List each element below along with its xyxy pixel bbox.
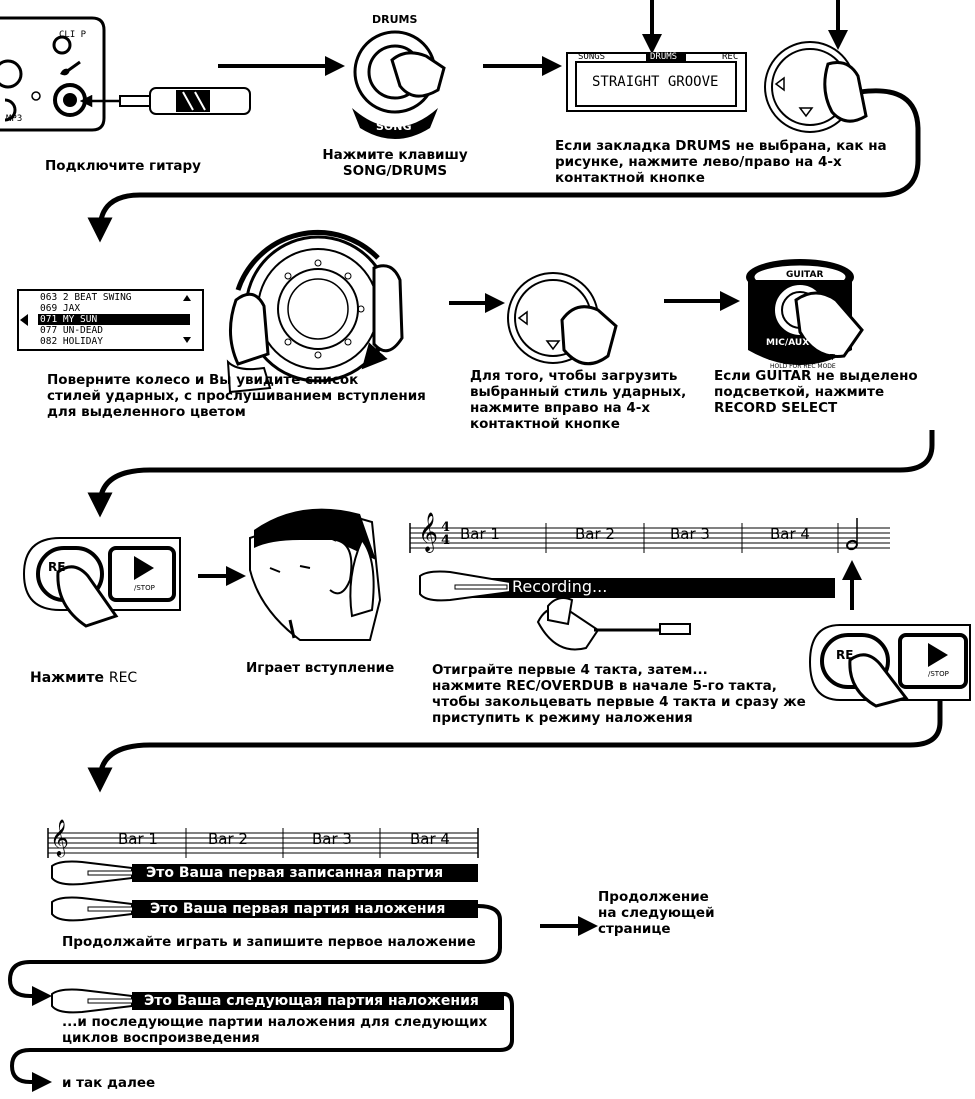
treble-clef-icon: 𝄞 (50, 818, 69, 856)
caption-load-style: Для того, чтобы загрузить выбранный стил… (470, 368, 687, 432)
rec-play-panel (22, 537, 181, 628)
guitar-playing-illustration (536, 597, 691, 651)
curve-arrow-3 (87, 700, 943, 793)
music-staff-row3 (409, 518, 890, 553)
bar-label: Bar 1 (118, 830, 158, 848)
list-item-selected: 071 MY SUN (40, 314, 98, 325)
caption-drums-tab: Если закладка DRUMS не выбрана, как на р… (555, 138, 887, 186)
loop-arrow-2 (9, 992, 514, 1092)
caption-play-4-bars: Отиграйте первые 4 такта, затем... нажми… (432, 662, 806, 726)
lcd-screen (566, 52, 747, 112)
track-first-overdub: Это Ваша первая партия наложения (132, 900, 478, 918)
record-select-button (746, 259, 864, 365)
guitar-icon-1 (51, 860, 134, 886)
lcd-tab-songs: SONGS (578, 52, 606, 62)
caption-and-so-on: и так далее (62, 1075, 156, 1091)
bar-label: Bar 4 (410, 830, 450, 848)
caption-connect-guitar: Подключите гитару (45, 158, 201, 174)
caption-continue-next-page: Продолжение на следующей странице (598, 889, 715, 937)
button-label-mic-aux: MIC/AUX (766, 338, 810, 348)
song-drums-knob (352, 30, 446, 139)
caption-press-rec: Нажмите REC (30, 670, 138, 686)
lcd-style-name: STRAIGHT GROOVE (592, 74, 719, 90)
guitar-icon-3 (51, 988, 134, 1014)
curve-arrow-2 (87, 430, 935, 518)
track-next-overdub: Это Ваша следующая партия наложения (132, 992, 504, 1010)
caption-wheel: Поверните колесо и Вы увидите список сти… (47, 372, 426, 420)
list-item: 082 HOLIDAY (40, 336, 103, 347)
track-first-recorded: Это Ваша первая записанная партия (132, 864, 478, 882)
knob-label-drums: DRUMS (372, 13, 418, 26)
bar-label: Bar 1 (460, 525, 500, 543)
lcd-tab-rec: REC (722, 52, 739, 62)
lcd-tab-drums: DRUMS (650, 52, 678, 62)
caption-next-overdubs: ...и последующие партии наложения для сл… (62, 1014, 488, 1046)
hold-rec-mode-label: HOLD FOR REC MODE (770, 363, 836, 370)
rec-key-label: RE (48, 560, 66, 574)
stop-key-label: /STOP (134, 584, 155, 592)
four-way-button-right (507, 272, 618, 366)
guitar-cable-plug-icon (100, 87, 251, 115)
recording-track (419, 570, 835, 602)
record-select-label: RECORD SELECT (768, 353, 835, 362)
style-list-lcd (17, 289, 204, 351)
scroll-wheel (226, 229, 404, 394)
bar-label: Bar 3 (312, 830, 352, 848)
bar-label: Bar 2 (575, 525, 615, 543)
listening-man-illustration (249, 508, 382, 641)
treble-clef-icon: 𝄞 (418, 512, 439, 552)
caption-keep-playing: Продолжайте играть и запишите первое нал… (62, 934, 476, 950)
button-label-guitar: GUITAR (786, 270, 824, 280)
bar-label: Bar 4 (770, 525, 810, 543)
caption-record-select: Если GUITAR не выделено подсветкой, нажм… (714, 368, 918, 416)
rec-key-label-2: RE (836, 648, 854, 662)
jack-panel (0, 16, 106, 132)
caption-intro-plays: Играет вступление (246, 660, 395, 676)
list-item: 077 UN-DEAD (40, 325, 103, 336)
list-item: 063 2 BEAT SWING (40, 292, 132, 303)
jack-label-clip: CLI P (59, 30, 87, 40)
guitar-icon-2 (51, 896, 134, 922)
caption-press-song-drums: Нажмите клавишу SONG/DRUMS (322, 147, 468, 179)
stop-key-label-2: /STOP (928, 670, 949, 678)
knob-label-song: SONG (376, 120, 412, 133)
four-way-button (764, 41, 868, 133)
bar-label: Bar 2 (208, 830, 248, 848)
bar-label: Bar 3 (670, 525, 710, 543)
list-item: 069 JAX (40, 303, 81, 314)
loop-arrow-1 (7, 904, 502, 1006)
rec-play-panel-2 (808, 624, 971, 708)
curve-arrow-1 (87, 88, 921, 243)
jack-label-mp3: MP3 (6, 114, 23, 124)
music-staff-row4 (47, 828, 479, 858)
recording-label: Recording... (512, 577, 608, 596)
